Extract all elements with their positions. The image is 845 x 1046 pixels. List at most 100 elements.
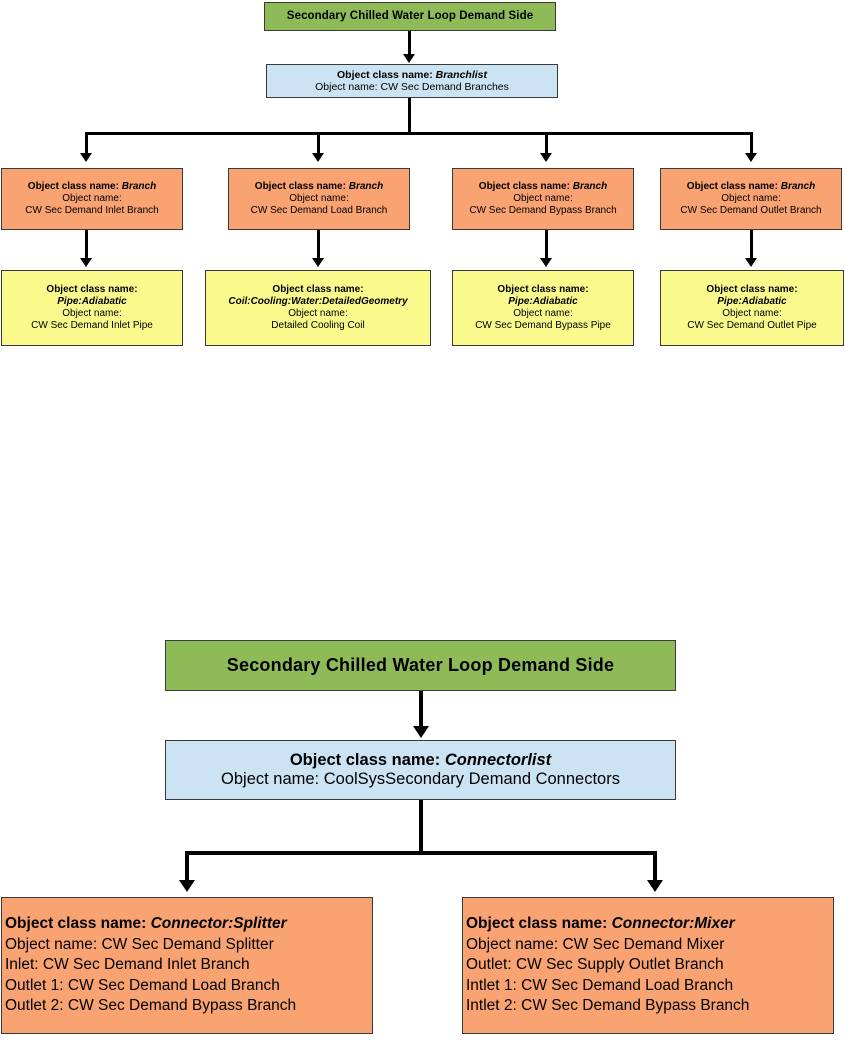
mixer-outlet: Outlet: CW Sec Supply Outlet Branch [466,956,724,974]
top-branch-3-class-value: Branch [572,181,608,193]
bottom-connector-node-mixer: Object class name: Connector:Mixer Objec… [462,897,834,1034]
top-branchlist-class-line: Object class name: Branchlist [267,69,557,81]
top-branch-4-class-line: Object class name: Branch [661,181,841,193]
splitter-class-label: Object class name: [5,914,151,932]
top-branch-3-name-label: Object name: [513,193,573,205]
top-component-2-class-label: Object class name: [272,284,364,296]
top-branch-4-class-label: Object class name: [686,181,781,193]
splitter-object-name: Object name: CW Sec Demand Splitter [5,935,274,953]
top-component-2-name-label: Object name: [288,308,348,319]
top-component-1-class-value: Pipe:Adiabatic [57,296,127,308]
top-branch-4-class-value: Branch [780,181,816,193]
bottom-connectorlist-class-label: Object class name: [289,750,445,769]
connector-branch-3-to-component [545,230,548,263]
top-component-3-name-value: CW Sec Demand Bypass Pipe [475,319,611,331]
top-component-4-name-value: CW Sec Demand Outlet Pipe [687,319,817,331]
connector-drop-mixer [653,851,657,885]
arrowhead-bottom-root-to-list [413,726,429,738]
arrowhead-branch-2 [312,153,324,162]
top-component-node-2: Object class name: Coil:Cooling:Water:De… [205,270,431,346]
bottom-connectorlist-node: Object class name: Connectorlist Object … [165,740,676,800]
top-component-2-name-value: Detailed Cooling Coil [271,319,365,331]
mixer-inlet-1: Intlet 1: CW Sec Demand Load Branch [466,976,734,994]
top-branch-2-class-line: Object class name: Branch [229,181,409,193]
bottom-connectorlist-class-value: Connectorlist [444,750,552,769]
bottom-connectorlist-class-line: Object class name: Connectorlist [166,751,675,770]
top-branch-node-1: Object class name: Branch Object name: C… [1,168,183,230]
connector-drop-branch-4 [750,132,753,156]
top-component-4-class-label: Object class name: [706,284,798,296]
arrowhead-root-to-branchlist [403,54,415,63]
top-component-4-class-value: Pipe:Adiabatic [717,296,787,308]
top-component-node-4: Object class name: Pipe:Adiabatic Object… [660,270,844,346]
connector-branchlist-stem [408,98,411,135]
top-root-title: Secondary Chilled Water Loop Demand Side [286,9,534,22]
arrowhead-component-1 [80,258,92,267]
top-branch-2-class-value: Branch [348,181,384,193]
connector-bottom-stem [419,800,423,855]
bottom-connectorlist-name-line: Object name: CoolSysSecondary Demand Con… [221,770,620,788]
splitter-class-value: Connector:Splitter [150,914,287,932]
splitter-class-line: Object class name: Connector:Splitter [2,914,372,935]
mixer-class-value: Connector:Mixer [611,914,735,932]
top-branch-node-3: Object class name: Branch Object name: C… [452,168,634,230]
arrowhead-branch-3 [540,153,552,162]
top-branch-1-class-label: Object class name: [27,181,122,193]
arrowhead-branch-4 [745,153,757,162]
top-branch-1-name-value: CW Sec Demand Inlet Branch [25,204,159,216]
connector-root-to-branchlist [408,31,411,58]
bottom-root-title: Secondary Chilled Water Loop Demand Side [226,654,615,675]
splitter-inlet: Inlet: CW Sec Demand Inlet Branch [5,956,250,974]
top-component-3-class-label: Object class name: [497,284,589,296]
mixer-class-label: Object class name: [466,914,612,932]
bottom-root-node: Secondary Chilled Water Loop Demand Side [165,640,676,691]
top-branch-node-4: Object class name: Branch Object name: C… [660,168,842,230]
top-component-node-1: Object class name: Pipe:Adiabatic Object… [1,270,183,346]
arrowhead-branch-1 [80,153,92,162]
top-branch-4-name-value: CW Sec Demand Outlet Branch [680,204,822,216]
top-branch-2-name-label: Object name: [289,193,349,205]
mixer-inlet-2: Intlet 2: CW Sec Demand Bypass Branch [466,997,750,1015]
top-component-1-class-label: Object class name: [46,284,138,296]
arrowhead-component-4 [745,258,757,267]
arrowhead-splitter [179,880,195,892]
connector-branch-bus [85,132,753,135]
top-branch-node-2: Object class name: Branch Object name: C… [228,168,410,230]
connector-branch-1-to-component [85,230,88,263]
top-branch-1-name-label: Object name: [62,193,122,205]
top-component-node-3: Object class name: Pipe:Adiabatic Object… [452,270,634,346]
top-root-node: Secondary Chilled Water Loop Demand Side [264,2,556,31]
top-branchlist-class-label: Object class name: [337,68,436,81]
splitter-outlet-1: Outlet 1: CW Sec Demand Load Branch [5,976,280,994]
connector-drop-branch-1 [85,132,88,156]
top-branch-3-class-line: Object class name: Branch [453,181,633,193]
connector-bottom-bus [185,851,657,855]
connector-branch-2-to-component [317,230,320,263]
top-component-1-name-value: CW Sec Demand Inlet Pipe [31,319,153,331]
bottom-connector-node-splitter: Object class name: Connector:Splitter Ob… [1,897,373,1034]
connector-bottom-root-to-list [419,691,423,733]
top-component-4-name-label: Object name: [722,308,782,319]
top-branchlist-name-line: Object name: CW Sec Demand Branches [315,81,509,93]
top-component-2-class-value: Coil:Cooling:Water:DetailedGeometry [228,296,408,308]
connector-drop-splitter [185,851,189,885]
top-component-1-name-label: Object name: [62,308,122,319]
top-branchlist-class-value: Branchlist [435,68,487,81]
top-branch-2-class-label: Object class name: [254,181,349,193]
connector-drop-branch-3 [545,132,548,156]
top-branch-1-class-line: Object class name: Branch [2,181,182,193]
top-branch-3-name-value: CW Sec Demand Bypass Branch [469,204,617,216]
connector-branch-4-to-component [750,230,753,263]
top-branch-1-class-value: Branch [121,181,157,193]
splitter-outlet-2: Outlet 2: CW Sec Demand Bypass Branch [5,997,297,1015]
connector-drop-branch-2 [317,132,320,156]
top-branch-2-name-value: CW Sec Demand Load Branch [250,204,388,216]
arrowhead-component-3 [540,258,552,267]
mixer-object-name: Object name: CW Sec Demand Mixer [466,935,725,953]
top-branch-4-name-label: Object name: [721,193,781,205]
arrowhead-mixer [647,880,663,892]
top-component-3-name-label: Object name: [513,308,573,319]
mixer-class-line: Object class name: Connector:Mixer [463,914,833,935]
top-branch-3-class-label: Object class name: [478,181,573,193]
top-component-3-class-value: Pipe:Adiabatic [508,296,578,308]
